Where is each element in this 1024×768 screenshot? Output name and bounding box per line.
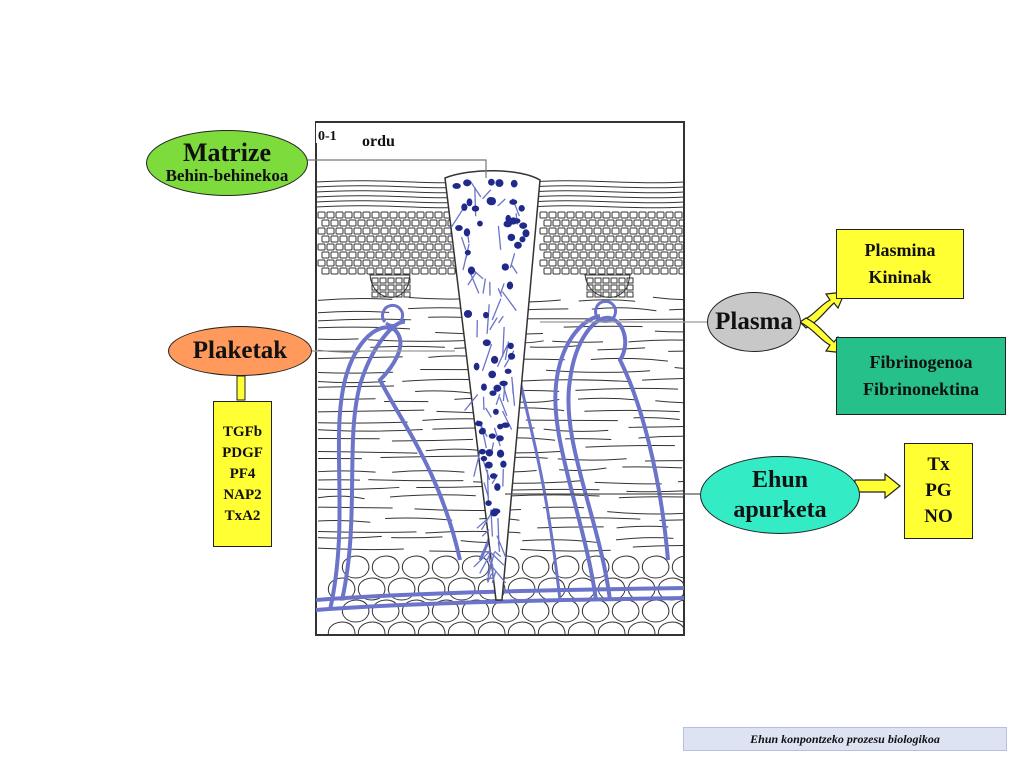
wound-wedge: [444, 169, 541, 601]
plasmina-line2: Kininak: [868, 267, 932, 287]
tx-line3: NO: [924, 506, 953, 527]
matrize-title: Matrize: [182, 138, 272, 167]
epidermal-cells: [317, 211, 684, 298]
blood-vessels: [316, 299, 684, 612]
plasma-label: Plasma: [715, 308, 793, 335]
growth-factors-box: TGFb PDGF PF4 NAP2 TxA2: [213, 401, 272, 547]
tx-line1: Tx: [927, 454, 950, 475]
matrize-subtitle: Behin-behinekoa: [165, 166, 289, 185]
connector-matrize: [306, 159, 487, 178]
matrize-ellipse: Matrize Behin-behinekoa: [146, 130, 308, 196]
plasmina-box: Plasmina Kininak: [836, 229, 964, 299]
tx-box: Tx PG NO: [904, 443, 973, 539]
plaketak-arrow: [236, 375, 246, 401]
fibrinogenoa-line1: Fibrinogenoa: [869, 352, 973, 372]
ehun-arrow: [854, 472, 901, 500]
factor-item: TGFb: [222, 423, 263, 440]
ehun-line1: Ehun: [751, 467, 809, 493]
plasma-ellipse: Plasma: [707, 292, 801, 352]
time-label-box: [316, 123, 351, 143]
time-unit: ordu: [362, 133, 395, 150]
footer-caption: Ehun konpontzeko prozesu biologikoa: [683, 727, 1007, 751]
factor-item: PF4: [229, 465, 256, 482]
ehun-line2: apurketa: [733, 497, 827, 523]
fibrinogenoa-line2: Fibrinonektina: [862, 379, 980, 399]
cell-nuclei: [452, 178, 530, 517]
plaketak-label: Plaketak: [192, 337, 288, 364]
ehun-ellipse: Ehun apurketa: [700, 456, 860, 534]
factor-item: NAP2: [223, 486, 262, 503]
tx-line2: PG: [925, 480, 952, 501]
factor-item: PDGF: [222, 444, 263, 461]
factor-item: TxA2: [224, 507, 261, 524]
plaketak-ellipse: Plaketak: [168, 326, 312, 376]
fibrin-network: [450, 180, 520, 584]
fibrinogenoa-box: Fibrinogenoa Fibrinonektina: [836, 337, 1006, 415]
plasmina-line1: Plasmina: [864, 240, 936, 260]
time-code: 0-1: [318, 129, 337, 144]
